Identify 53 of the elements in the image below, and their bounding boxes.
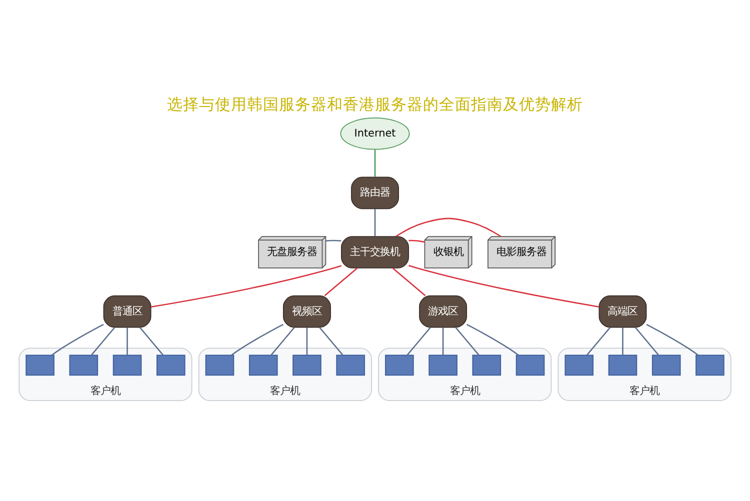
cluster: 客户机 bbox=[198, 348, 372, 401]
connector bbox=[139, 327, 164, 356]
connector bbox=[306, 327, 308, 355]
diagram-title: 选择与使用韩国服务器和香港服务器的全面指南及优势解析 bbox=[167, 94, 583, 114]
connector bbox=[646, 324, 699, 356]
connector bbox=[408, 240, 425, 243]
node-box bbox=[26, 354, 54, 376]
cluster: 客户机 bbox=[18, 348, 192, 401]
node-box bbox=[608, 354, 638, 376]
connector bbox=[406, 327, 431, 356]
node-box bbox=[292, 354, 322, 376]
node-box bbox=[564, 354, 594, 376]
node-box: 普通区 bbox=[103, 295, 152, 328]
node-ellipse: Internet bbox=[340, 117, 410, 150]
connector bbox=[151, 265, 342, 308]
connector bbox=[126, 327, 128, 355]
connector bbox=[455, 327, 480, 356]
node-box bbox=[652, 354, 681, 376]
node-box bbox=[385, 354, 414, 376]
node-box bbox=[248, 354, 278, 376]
connector bbox=[51, 324, 104, 356]
node-box bbox=[516, 354, 545, 376]
connector bbox=[634, 327, 659, 356]
connector bbox=[324, 268, 358, 296]
node-box: 路由器 bbox=[351, 176, 399, 210]
connector bbox=[231, 324, 284, 356]
connector bbox=[396, 218, 502, 237]
node-box: 主干交换机 bbox=[340, 236, 410, 268]
connector bbox=[326, 240, 342, 242]
connector bbox=[466, 324, 519, 356]
cluster: 客户机 bbox=[378, 348, 552, 401]
node-box bbox=[112, 354, 142, 376]
connector bbox=[408, 264, 600, 308]
node-box bbox=[156, 354, 186, 376]
connector bbox=[374, 150, 376, 177]
cluster: 客户机 bbox=[558, 348, 732, 401]
connector bbox=[586, 327, 611, 356]
connector bbox=[374, 208, 376, 236]
node-box bbox=[336, 354, 365, 376]
node-box bbox=[472, 354, 502, 376]
connector bbox=[442, 327, 444, 355]
node-box: 高端区 bbox=[598, 295, 647, 328]
connector bbox=[319, 327, 344, 356]
node-box: 游戏区 bbox=[419, 295, 468, 328]
connector bbox=[270, 327, 295, 356]
connector bbox=[392, 268, 426, 296]
node-box bbox=[428, 354, 458, 376]
connector bbox=[622, 327, 624, 355]
node-box bbox=[69, 354, 98, 376]
connector bbox=[91, 327, 116, 356]
node-box: 视频区 bbox=[282, 295, 331, 328]
node-box bbox=[205, 354, 234, 376]
node-box bbox=[696, 354, 724, 376]
